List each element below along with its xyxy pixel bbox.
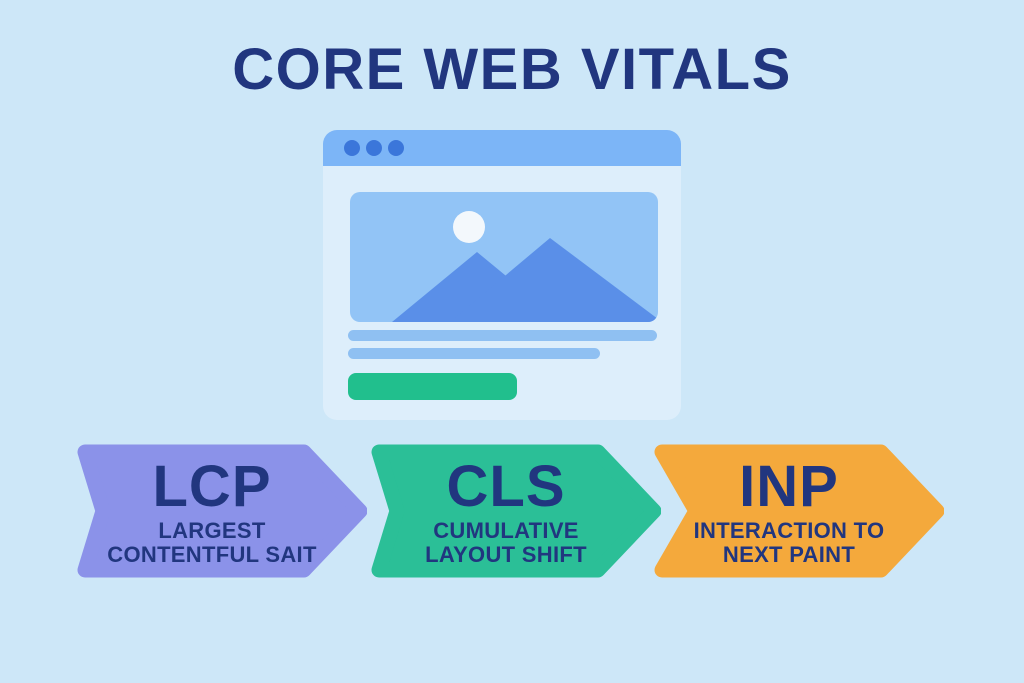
chevron-shape — [654, 444, 944, 578]
vital-name-line-1: LARGEST — [158, 518, 266, 544]
chevron-arrow-icon — [654, 444, 944, 578]
sun-icon — [453, 211, 485, 243]
chevron-shape — [77, 444, 367, 578]
vital-name: INTERACTION TO NEXT PAINT — [694, 519, 885, 567]
image-placeholder — [350, 192, 658, 322]
vital-name-line-2: LAYOUT SHIFT — [425, 542, 587, 568]
browser-window-illustration — [323, 130, 681, 420]
vital-label-block: CLS CUMULATIVE LAYOUT SHIFT — [371, 444, 661, 578]
vital-abbr: CLS — [446, 454, 566, 520]
vital-chevron-inp: INP INTERACTION TO NEXT PAINT — [654, 444, 944, 578]
large-mountain-shape — [450, 238, 658, 322]
vital-name-line-1: INTERACTION TO — [693, 518, 885, 544]
vital-name-line-1: CUMULATIVE — [433, 518, 579, 544]
vital-abbr: LCP — [152, 454, 272, 520]
mountains-icon — [392, 238, 658, 322]
vital-abbr: INP — [739, 454, 839, 520]
vital-chevron-lcp: LCP LARGEST CONTENTFUL SAIT — [77, 444, 367, 578]
chevron-arrow-icon — [371, 444, 661, 578]
vital-label-block: INP INTERACTION TO NEXT PAINT — [654, 444, 944, 578]
skeleton-text-line — [348, 348, 600, 359]
button-placeholder — [348, 373, 517, 400]
browser-titlebar — [323, 130, 681, 166]
vital-name-line-2: NEXT PAINT — [722, 542, 856, 568]
window-dot-icon — [344, 140, 360, 156]
window-dot-icon — [388, 140, 404, 156]
chevron-shape — [371, 444, 661, 578]
vital-chevron-cls: CLS CUMULATIVE LAYOUT SHIFT — [371, 444, 661, 578]
vital-name: LARGEST CONTENTFUL SAIT — [107, 519, 316, 567]
window-dot-icon — [366, 140, 382, 156]
skeleton-text-line — [348, 330, 657, 341]
vital-name-line-2: CONTENTFUL SAIT — [107, 542, 317, 568]
page-title: CORE WEB VITALS — [232, 37, 792, 102]
vital-label-block: LCP LARGEST CONTENTFUL SAIT — [77, 444, 367, 578]
vital-name: CUMULATIVE LAYOUT SHIFT — [425, 519, 587, 567]
chevron-arrow-icon — [77, 444, 367, 578]
